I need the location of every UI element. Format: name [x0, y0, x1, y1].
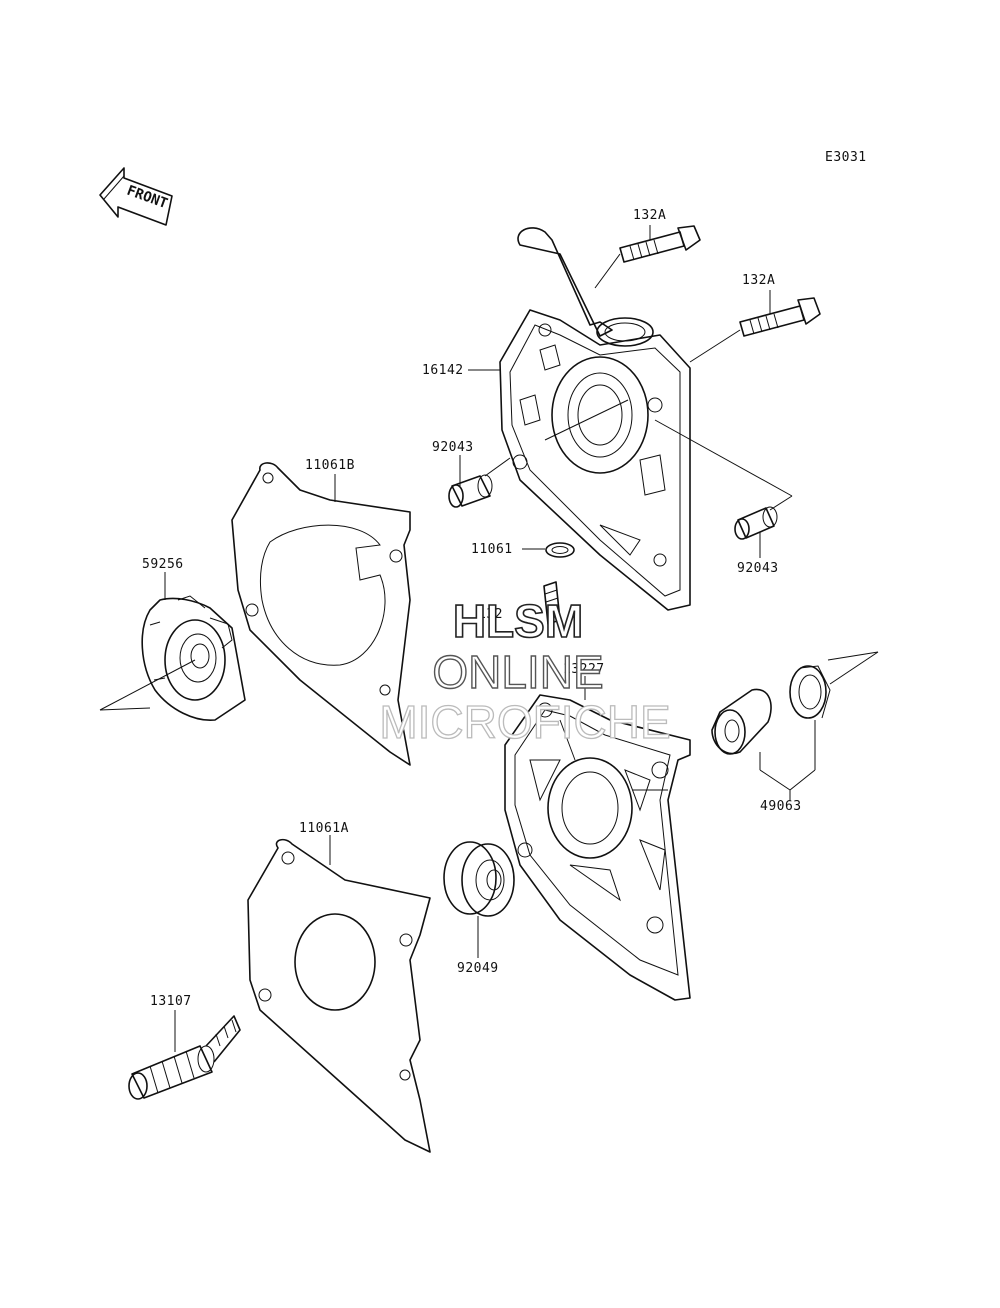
shaft-13107[interactable]: [128, 1015, 241, 1100]
label-92043-right: 92043: [737, 561, 779, 576]
label-13107: 13107: [150, 994, 192, 1009]
dowel-92043-right[interactable]: [734, 506, 778, 540]
label-92049: 92049: [457, 961, 499, 976]
watermark-line1: HLSM: [453, 595, 583, 647]
dowel-92043-left[interactable]: [448, 474, 493, 508]
gasket-11061a[interactable]: [247, 838, 431, 1153]
watermark: HLSM ONLINE MICROFICHE: [379, 594, 672, 748]
label-49063: 49063: [760, 799, 802, 814]
bolt-132a-upper[interactable]: [619, 225, 701, 263]
seal-49063-large[interactable]: [711, 688, 772, 755]
label-92043-left: 92043: [432, 440, 474, 455]
oring-11061[interactable]: [545, 542, 575, 558]
label-11061a: 11061A: [299, 821, 349, 836]
label-132: 132: [478, 607, 503, 622]
label-59256: 59256: [142, 557, 184, 572]
housing-16142[interactable]: [499, 227, 691, 611]
label-132a-upper: 132A: [633, 208, 666, 223]
label-132a-lower: 132A: [742, 273, 775, 288]
cover-13227[interactable]: [504, 694, 691, 1001]
diagram-code: E3031: [825, 150, 867, 165]
label-13227: 13227: [563, 662, 605, 677]
bolt-132a-lower[interactable]: [739, 297, 821, 337]
seal-49063-small[interactable]: [789, 665, 831, 719]
label-11061: 11061: [471, 542, 513, 557]
gasket-11061b[interactable]: [231, 462, 411, 766]
bolt-132[interactable]: [543, 581, 561, 625]
watermark-line3: MICROFICHE: [379, 696, 670, 748]
watermark-line2: ONLINE: [432, 646, 603, 698]
impeller-59256[interactable]: [141, 595, 246, 721]
label-11061b: 11061B: [305, 458, 355, 473]
oil-seal-92049[interactable]: [443, 841, 515, 917]
front-arrow-icon: FRONT: [99, 167, 173, 226]
label-16142: 16142: [422, 363, 464, 378]
